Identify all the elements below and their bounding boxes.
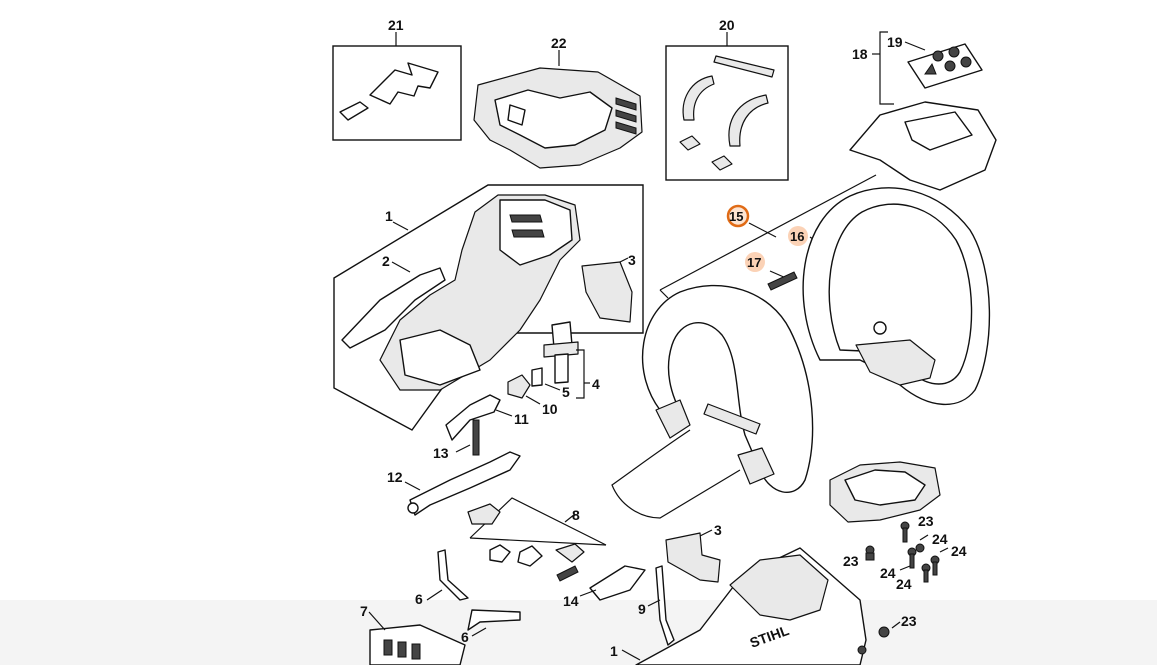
part-6-7-group bbox=[368, 549, 521, 665]
label-3-top[interactable]: 3 bbox=[628, 252, 636, 268]
part-1-housing-group bbox=[333, 184, 644, 431]
part-8-group bbox=[467, 497, 646, 601]
label-24-d[interactable]: 24 bbox=[896, 576, 912, 592]
label-1-top[interactable]: 1 bbox=[385, 208, 393, 224]
label-10[interactable]: 10 bbox=[542, 401, 558, 417]
label-7[interactable]: 7 bbox=[360, 603, 368, 619]
label-14[interactable]: 14 bbox=[563, 593, 579, 609]
part-21-group bbox=[332, 32, 462, 141]
label-2[interactable]: 2 bbox=[382, 253, 390, 269]
hotspot-15-selected[interactable]: 15 bbox=[726, 204, 750, 228]
label-23-c[interactable]: 23 bbox=[901, 613, 917, 629]
hotspot-16-label: 16 bbox=[790, 229, 804, 244]
label-4[interactable]: 4 bbox=[592, 376, 600, 392]
part-20-group bbox=[665, 32, 789, 181]
label-21[interactable]: 21 bbox=[388, 17, 404, 33]
label-23-b[interactable]: 23 bbox=[843, 553, 859, 569]
label-12[interactable]: 12 bbox=[387, 469, 403, 485]
part-labels: 21 22 20 19 18 1 2 3 4 5 10 11 13 12 8 6… bbox=[360, 17, 967, 659]
hotspot-17-label: 17 bbox=[747, 255, 761, 270]
label-24-b[interactable]: 24 bbox=[951, 543, 967, 559]
label-9[interactable]: 9 bbox=[638, 601, 646, 617]
hotspot-15-label: 15 bbox=[729, 209, 743, 224]
label-11[interactable]: 11 bbox=[514, 411, 529, 427]
part-16-front-handle bbox=[802, 187, 991, 406]
label-22[interactable]: 22 bbox=[551, 35, 567, 51]
part-22-cover bbox=[473, 50, 643, 169]
hotspot-17[interactable]: 17 bbox=[745, 252, 765, 272]
label-1-lower[interactable]: 1 bbox=[610, 643, 618, 659]
label-20[interactable]: 20 bbox=[719, 17, 735, 33]
part-10-11-13-group bbox=[445, 374, 541, 456]
label-3-lower[interactable]: 3 bbox=[714, 522, 722, 538]
label-13[interactable]: 13 bbox=[433, 445, 449, 461]
part-17-spring bbox=[767, 271, 798, 291]
rear-loop-handle bbox=[611, 284, 814, 519]
part-18-19-group bbox=[849, 31, 997, 191]
part-12-group bbox=[404, 451, 521, 516]
part-lower-housing-group: STIHL bbox=[621, 529, 867, 665]
label-6-lower[interactable]: 6 bbox=[461, 629, 469, 645]
label-24-a[interactable]: 24 bbox=[932, 531, 948, 547]
label-8[interactable]: 8 bbox=[572, 507, 580, 523]
label-24-c[interactable]: 24 bbox=[880, 565, 896, 581]
label-19[interactable]: 19 bbox=[887, 34, 903, 50]
hotspot-16[interactable]: 16 bbox=[788, 226, 808, 246]
label-18[interactable]: 18 bbox=[852, 46, 868, 62]
label-6-upper[interactable]: 6 bbox=[415, 591, 423, 607]
part-23-24-group bbox=[829, 461, 949, 655]
part-4-5-group bbox=[531, 321, 590, 399]
label-5[interactable]: 5 bbox=[562, 384, 570, 400]
label-23-a[interactable]: 23 bbox=[918, 513, 934, 529]
